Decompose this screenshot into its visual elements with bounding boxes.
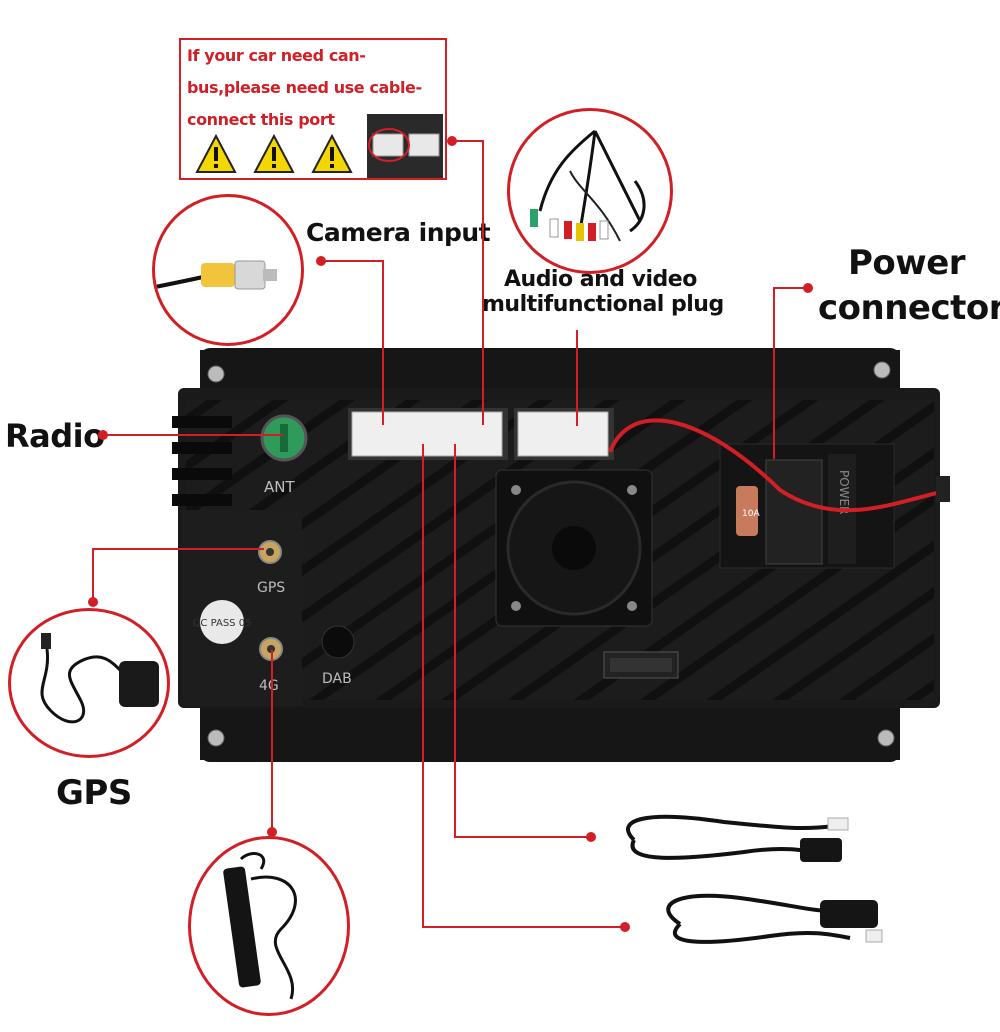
- ant-port-label: ANT: [264, 478, 295, 496]
- gps-antenna-photo: [8, 608, 170, 758]
- canbus-cable-photo: [626, 814, 849, 862]
- gps-port-label: GPS: [257, 580, 285, 596]
- gps-label: GPS: [56, 773, 132, 813]
- rca-plug-icon: [155, 260, 277, 290]
- head-unit-back-panel: ANT GPS 4G QC PASS 05 DAB 10A POWER: [172, 348, 950, 762]
- fourg-antenna-photo: [188, 836, 350, 1016]
- audio-video-label-line-2: multifunctional plug: [482, 292, 724, 317]
- fuse-marking: 10A: [742, 509, 760, 519]
- warning-triangle-icon: [253, 134, 295, 173]
- audio-video-label-line-1: Audio and video: [504, 267, 697, 292]
- power-marking: POWER: [837, 470, 851, 514]
- canbus-warning-box: If your car need can- bus,please need us…: [179, 38, 447, 180]
- gps-antenna-icon: [40, 633, 159, 724]
- qc-pass-sticker: [200, 600, 244, 644]
- power-socket: [765, 459, 823, 565]
- av-cable-icon: [530, 129, 646, 242]
- av-connector: [517, 411, 609, 457]
- warning-line-1: If your car need can-: [187, 46, 366, 65]
- canbus-port-photo: [367, 114, 443, 178]
- dab-port-label: DAB: [322, 671, 352, 687]
- camera-cable-photo: [152, 194, 304, 346]
- audio-video-cable-photo: [507, 108, 673, 274]
- main-harness-connector: [351, 411, 503, 457]
- power-label-line-2: connector: [818, 288, 1000, 328]
- warning-line-3: connect this port: [187, 110, 335, 129]
- radio-label: Radio: [5, 417, 105, 455]
- fourg-port-label: 4G: [259, 678, 279, 694]
- dab-port: [321, 625, 355, 659]
- fourg-antenna-icon: [223, 852, 297, 1000]
- qc-pass-sticker-text: QC PASS 05: [193, 618, 252, 629]
- fuse: [736, 486, 758, 536]
- camera-input-label: Camera input: [306, 218, 491, 247]
- warning-triangle-icon: [195, 134, 237, 173]
- warning-line-2: bus,please need use cable-: [187, 78, 422, 97]
- warning-triangles: [195, 134, 353, 173]
- warning-triangle-icon: [311, 134, 353, 173]
- harness-cable-photo: [666, 893, 883, 944]
- power-label-line-1: Power: [848, 243, 966, 283]
